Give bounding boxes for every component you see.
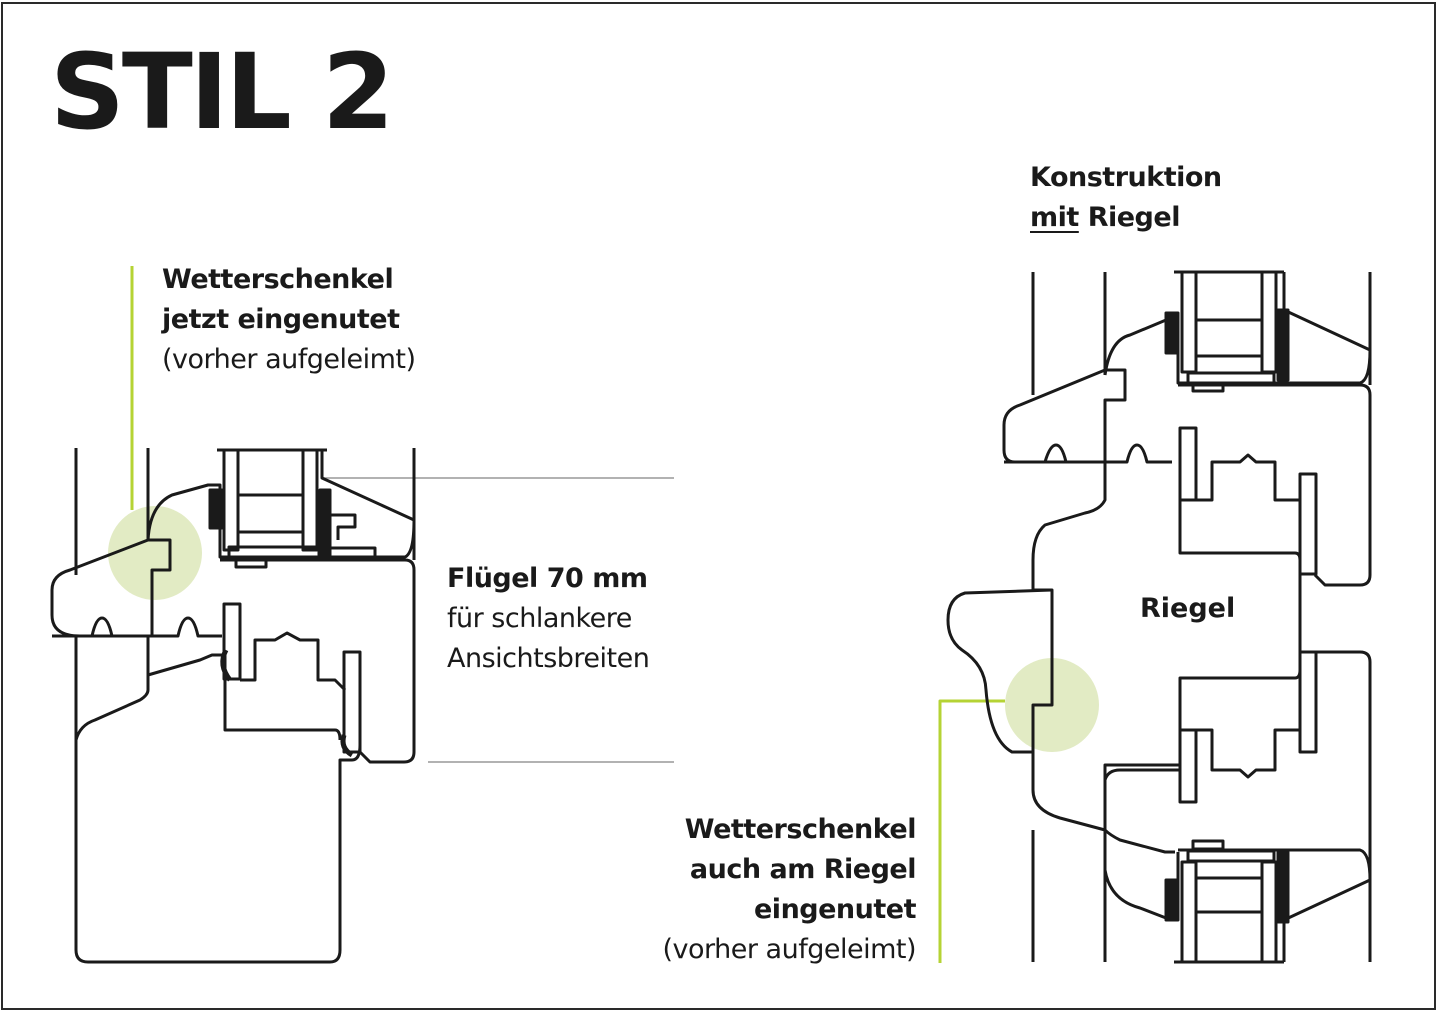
highlight-circle-left <box>108 506 202 600</box>
sash-top <box>146 450 416 559</box>
heading-line-2: mit Riegel <box>1030 198 1222 238</box>
riegel-body <box>1031 462 1107 832</box>
callout-fluegel: Flügel 70 mm für schlankere Ansichtsbrei… <box>447 559 650 679</box>
sash-body <box>220 558 416 764</box>
callout-note: (vorher aufgeleimt) <box>662 934 916 965</box>
right-section-drawing <box>938 270 1372 964</box>
gasket <box>342 650 362 754</box>
gasket <box>1178 426 1198 502</box>
callout-line: Wetterschenkel <box>162 264 394 295</box>
seal-right <box>318 488 332 558</box>
callout-line: für schlankere <box>447 603 632 634</box>
callout-line: eingenutet <box>754 894 917 925</box>
heading-rest: Riegel <box>1078 202 1181 233</box>
callout-note: (vorher aufgeleimt) <box>162 344 416 375</box>
glass-spacer <box>1180 270 1198 374</box>
seal-black <box>1164 878 1180 922</box>
page-title: STIL 2 <box>50 31 394 153</box>
underlined-word: mit <box>1030 202 1079 233</box>
glass-spacer <box>301 448 319 552</box>
construction-heading: Konstruktion mit Riegel <box>1030 158 1222 238</box>
glass-spacer <box>1260 860 1278 964</box>
seal-black <box>208 488 224 530</box>
leader-line-right <box>938 699 1005 963</box>
callout-wetterschenkel-right: Wetterschenkel auch am Riegel eingenutet… <box>600 810 916 970</box>
callout-line: jetzt eingenutet <box>162 304 400 335</box>
gasket <box>1298 650 1318 754</box>
gasket <box>1298 472 1318 576</box>
frame-body <box>74 636 362 964</box>
callout-line: Wetterschenkel <box>684 814 917 845</box>
heading-line: Konstruktion <box>1030 162 1222 193</box>
riegel-label: Riegel <box>1140 593 1236 624</box>
gasket <box>222 602 242 681</box>
callout-line: Ansichtsbreiten <box>447 643 650 674</box>
glass-spacer <box>1260 270 1278 374</box>
callout-wetterschenkel-left: Wetterschenkel jetzt eingenutet (vorher … <box>162 260 416 380</box>
callout-line: Flügel 70 mm <box>447 563 648 594</box>
glass-spacer <box>222 448 240 552</box>
glass-spacer <box>1180 860 1198 964</box>
callout-line: auch am Riegel <box>689 854 917 885</box>
left-section-drawing <box>50 266 674 964</box>
gasket <box>1178 728 1198 804</box>
